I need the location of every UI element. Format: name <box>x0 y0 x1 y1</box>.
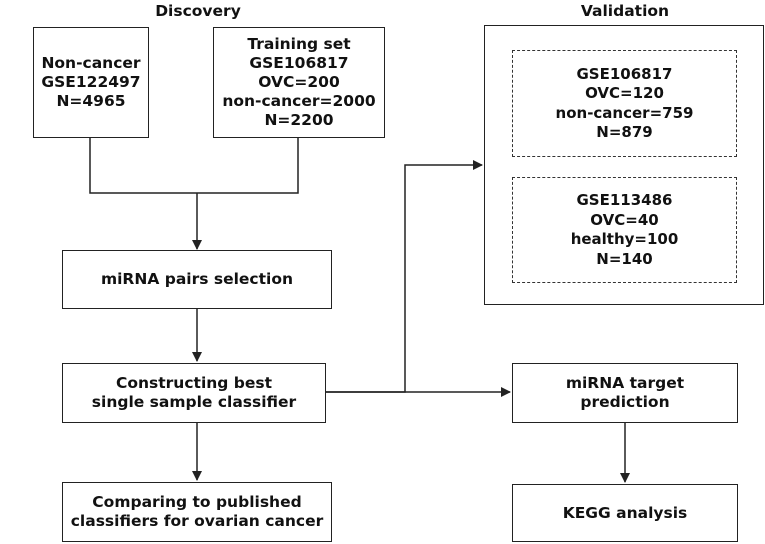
discovery-header: Discovery <box>155 2 241 20</box>
target-line-2: prediction <box>580 393 670 411</box>
training-line-1: Training set <box>247 35 351 53</box>
training-line-5: N=2200 <box>264 111 334 129</box>
training-line-3: OVC=200 <box>258 73 340 91</box>
target-line-1: miRNA target <box>565 374 685 392</box>
training-line-2: GSE106817 <box>249 54 349 72</box>
validation-dataset-1: GSE106817 OVC=120 non-cancer=759 N=879 <box>512 50 737 157</box>
noncancer-line-1: Non-cancer <box>41 54 141 72</box>
arrow-classifier-to-validation <box>325 160 483 393</box>
classifier-line-2: single sample classifier <box>91 393 297 411</box>
training-line-4: non-cancer=2000 <box>222 92 376 110</box>
validation1-line-3: non-cancer=759 <box>555 103 694 122</box>
kegg-analysis-box: KEGG analysis <box>512 484 738 542</box>
noncancer-line-2: GSE122497 <box>41 73 141 91</box>
validation-header: Validation <box>580 2 670 20</box>
validation2-line-2: OVC=40 <box>590 210 659 229</box>
validation2-line-4: N=140 <box>596 249 653 268</box>
validation-dataset-2: GSE113486 OVC=40 healthy=100 N=140 <box>512 177 737 283</box>
mirna-target-box: miRNA target prediction <box>512 363 738 423</box>
classifier-box: Constructing best single sample classifi… <box>62 363 326 423</box>
validation2-line-3: healthy=100 <box>570 230 679 248</box>
mirna-pairs-label: miRNA pairs selection <box>100 270 294 288</box>
noncancer-line-3: N=4965 <box>56 92 126 110</box>
validation2-line-1: GSE113486 <box>576 191 673 209</box>
validation1-line-1: GSE106817 <box>576 64 673 83</box>
training-set-box: Training set GSE106817 OVC=200 non-cance… <box>213 27 385 138</box>
comparing-line-2: classifiers for ovarian cancer <box>70 512 324 530</box>
validation1-line-2: OVC=120 <box>585 84 664 102</box>
validation1-line-4: N=879 <box>596 123 653 141</box>
classifier-line-1: Constructing best <box>115 374 273 392</box>
merge-connector <box>89 137 299 194</box>
kegg-label: KEGG analysis <box>562 503 688 522</box>
comparing-box: Comparing to published classifiers for o… <box>62 482 332 542</box>
comparing-line-1: Comparing to published <box>92 493 302 511</box>
mirna-pairs-selection-box: miRNA pairs selection <box>62 250 332 309</box>
noncancer-box: Non-cancer GSE122497 N=4965 <box>33 27 149 138</box>
